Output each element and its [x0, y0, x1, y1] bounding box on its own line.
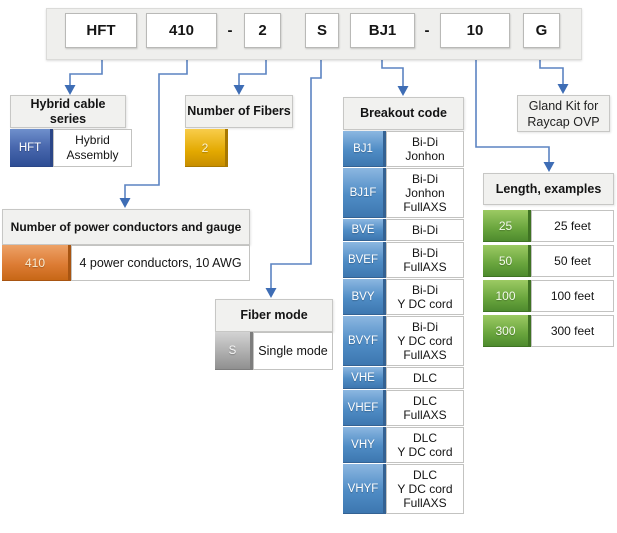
- power-header: Number of power conductors and gauge: [2, 209, 250, 245]
- breakout-row: VHE DLC: [343, 367, 464, 389]
- dash-separator: -: [424, 22, 430, 39]
- dash-separator: -: [227, 22, 233, 39]
- arrow-down-icon: [543, 162, 555, 172]
- breakout-desc-cell: DLC FullAXS: [386, 390, 464, 426]
- connector-410: [124, 48, 188, 198]
- breakout-code-cell: BVEF: [343, 242, 386, 278]
- fiber-mode-code-cell: S: [215, 332, 253, 370]
- code-box-power: 410: [146, 13, 217, 48]
- breakout-row: BVYF Bi-Di Y DC cord FullAXS: [343, 316, 464, 366]
- breakout-code-cell: BVYF: [343, 316, 386, 366]
- length-desc-cell: 300 feet: [531, 315, 614, 347]
- breakout-row: VHY DLC Y DC cord: [343, 427, 464, 463]
- length-code-cell: 25: [483, 210, 531, 242]
- series-header: Hybrid cable series: [10, 95, 126, 128]
- breakout-row: VHYF DLC Y DC cord FullAXS: [343, 464, 464, 514]
- breakout-row: BJ1F Bi-Di Jonhon FullAXS: [343, 168, 464, 218]
- breakout-desc-cell: DLC Y DC cord: [386, 427, 464, 463]
- breakout-code-cell: BJ1F: [343, 168, 386, 218]
- arrow-down-icon: [64, 85, 76, 95]
- breakout-desc-cell: Bi-Di Jonhon: [386, 131, 464, 167]
- breakout-code-cell: VHY: [343, 427, 386, 463]
- breakout-code-cell: VHYF: [343, 464, 386, 514]
- connector-2: [238, 48, 267, 85]
- breakout-desc-cell: DLC Y DC cord FullAXS: [386, 464, 464, 514]
- length-code-cell: 50: [483, 245, 531, 277]
- length-desc-cell: 100 feet: [531, 280, 614, 312]
- breakout-row: BVE Bi-Di: [343, 219, 464, 241]
- length-table: 25 25 feet 50 50 feet 100 100 feet 300 3…: [483, 210, 614, 347]
- breakout-desc-cell: Bi-Di Jonhon FullAXS: [386, 168, 464, 218]
- power-code-cell: 410: [2, 245, 71, 281]
- breakout-desc-cell: Bi-Di Y DC cord: [386, 279, 464, 315]
- arrow-down-icon: [397, 86, 409, 96]
- breakout-desc-cell: DLC: [386, 367, 464, 389]
- gland-kit-box: Gland Kit for Raycap OVP: [517, 95, 610, 132]
- series-code-cell: HFT: [10, 129, 53, 167]
- breakout-row: BJ1 Bi-Di Jonhon: [343, 131, 464, 167]
- power-desc-cell: 4 power conductors, 10 AWG: [71, 245, 250, 281]
- breakout-row: VHEF DLC FullAXS: [343, 390, 464, 426]
- breakout-header: Breakout code: [343, 97, 464, 130]
- arrow-down-icon: [557, 84, 569, 94]
- length-row: 50 50 feet: [483, 245, 614, 277]
- breakout-code-cell: VHE: [343, 367, 386, 389]
- fiber-mode-desc-cell: Single mode: [253, 332, 333, 370]
- connector-hft: [69, 48, 103, 85]
- arrow-down-icon: [233, 85, 245, 95]
- breakout-desc-cell: Bi-Di: [386, 219, 464, 241]
- code-box-breakout: BJ1: [350, 13, 415, 48]
- length-code-cell: 100: [483, 280, 531, 312]
- connector-10: [475, 48, 550, 162]
- arrow-down-icon: [119, 198, 131, 208]
- breakout-desc-cell: Bi-Di FullAXS: [386, 242, 464, 278]
- length-desc-cell: 50 feet: [531, 245, 614, 277]
- breakout-code-cell: VHEF: [343, 390, 386, 426]
- breakout-row: BVY Bi-Di Y DC cord: [343, 279, 464, 315]
- connector-s: [270, 48, 322, 288]
- code-box-length: 10: [440, 13, 510, 48]
- breakout-desc-cell: Bi-Di Y DC cord FullAXS: [386, 316, 464, 366]
- length-row: 100 100 feet: [483, 280, 614, 312]
- code-box-gland: G: [523, 13, 560, 48]
- fibers-header: Number of Fibers: [185, 95, 293, 128]
- code-box-fiber-mode: S: [305, 13, 339, 48]
- breakout-code-cell: BVY: [343, 279, 386, 315]
- length-row: 25 25 feet: [483, 210, 614, 242]
- fiber-mode-header: Fiber mode: [215, 299, 333, 332]
- length-header: Length, examples: [483, 173, 614, 205]
- fibers-code-cell: 2: [185, 129, 228, 167]
- breakout-row: BVEF Bi-Di FullAXS: [343, 242, 464, 278]
- length-code-cell: 300: [483, 315, 531, 347]
- breakout-code-cell: BVE: [343, 219, 386, 241]
- breakout-code-cell: BJ1: [343, 131, 386, 167]
- length-row: 300 300 feet: [483, 315, 614, 347]
- breakout-table: BJ1 Bi-Di Jonhon BJ1F Bi-Di Jonhon FullA…: [343, 131, 464, 514]
- series-desc-cell: Hybrid Assembly: [53, 129, 132, 167]
- code-box-fibers: 2: [244, 13, 281, 48]
- arrow-down-icon: [265, 288, 277, 298]
- length-desc-cell: 25 feet: [531, 210, 614, 242]
- code-box-series: HFT: [65, 13, 137, 48]
